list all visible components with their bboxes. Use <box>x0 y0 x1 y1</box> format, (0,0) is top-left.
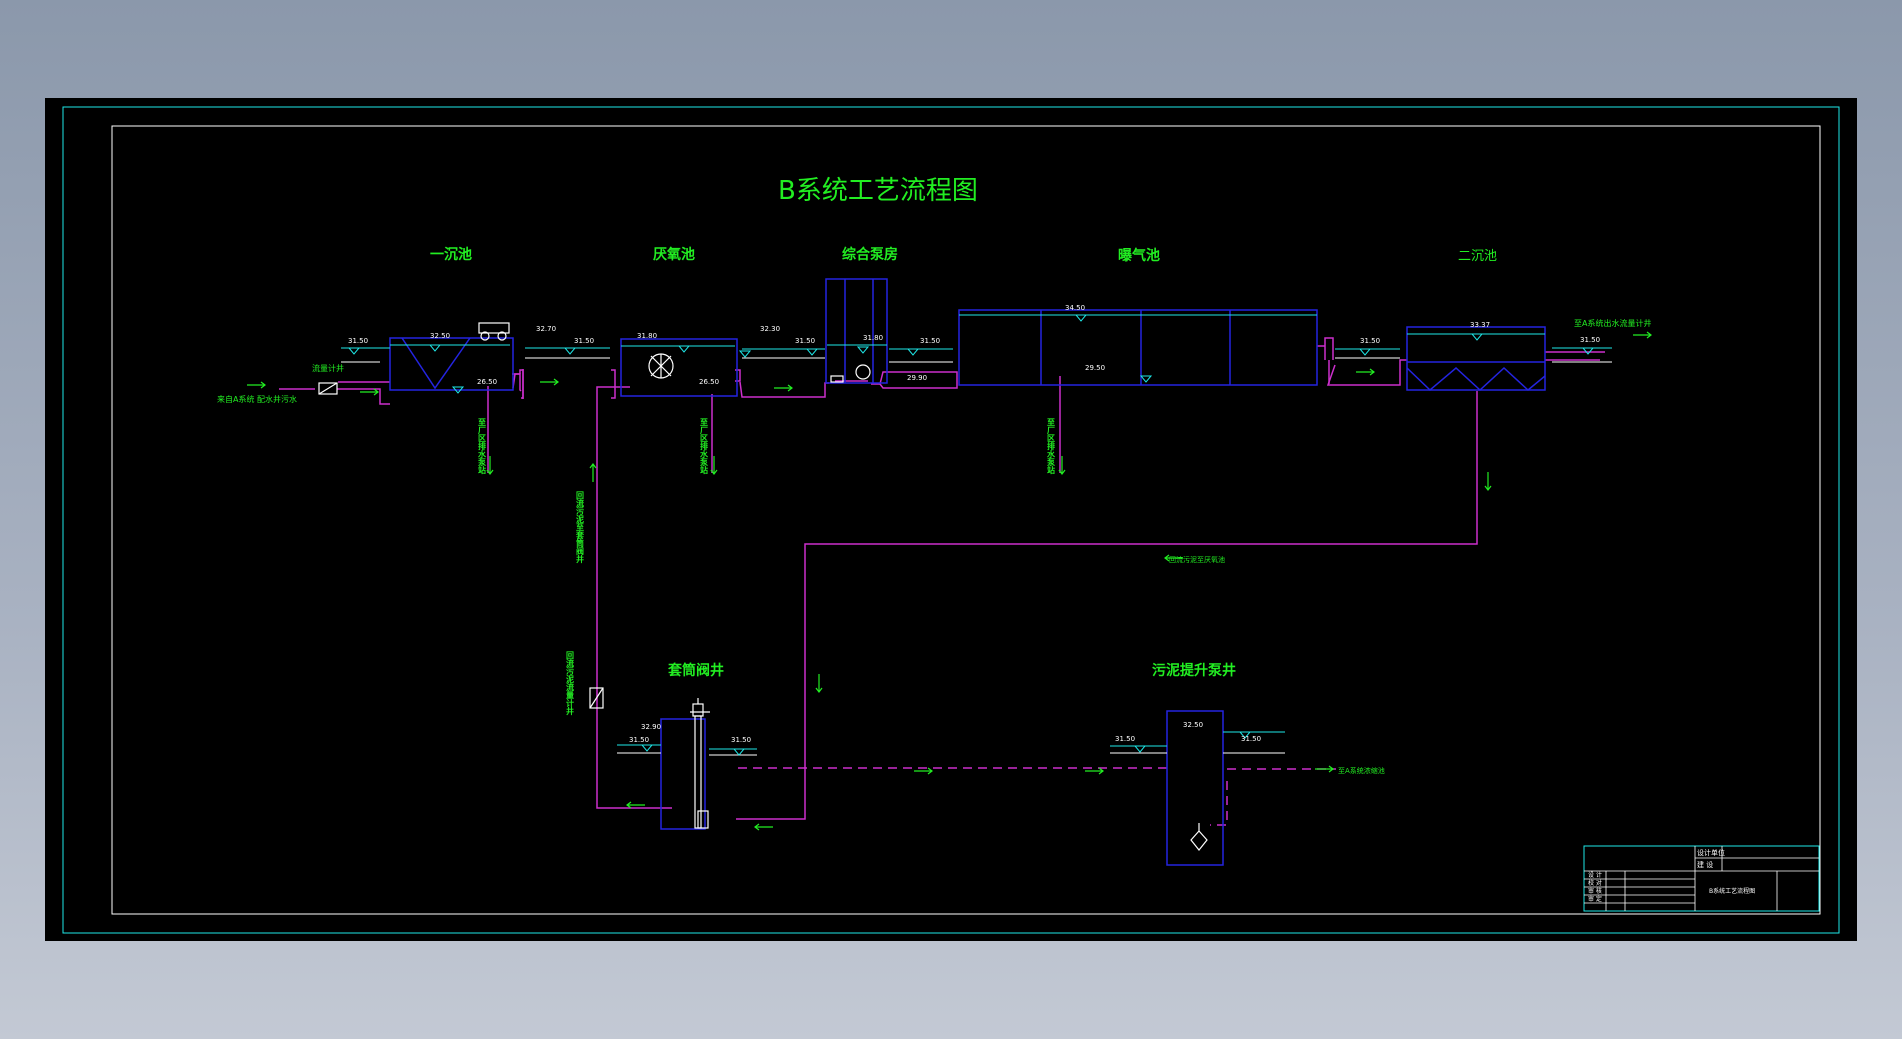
ground-hatching <box>341 357 1612 756</box>
level-text: 26.50 <box>477 378 497 386</box>
label-sludge-lift-well: 污泥提升泵井 <box>1152 662 1236 679</box>
level-text: 26.50 <box>699 378 719 386</box>
level-text: 31.50 <box>1580 336 1600 344</box>
level-text: 32.30 <box>760 325 780 333</box>
water-surfaces <box>341 314 1612 750</box>
label-drain-3: 至厂区排水泵站 <box>1046 418 1056 475</box>
level-text: 32.50 <box>1183 721 1203 729</box>
level-text: 31.80 <box>863 334 883 342</box>
title-block-row: 审 定 <box>1588 895 1602 903</box>
title-block-row: 校 对 <box>1588 879 1602 887</box>
level-text: 31.50 <box>1241 735 1261 743</box>
level-text: 33.37 <box>1470 321 1490 329</box>
label-primary-clarifier: 一沉池 <box>430 246 472 263</box>
level-text: 31.50 <box>1360 337 1380 345</box>
vertical-labels: 至厂区排水泵站 至厂区排水泵站 至厂区排水泵站 回流污泥至套筒阀井 回流污泥流量… <box>477 418 1056 716</box>
inner-frame <box>111 125 1821 915</box>
label-anaerobic-tank: 厌氧池 <box>653 246 695 263</box>
level-text: 31.50 <box>1115 735 1135 743</box>
level-text: 34.50 <box>1065 304 1085 312</box>
level-text: 31.50 <box>629 736 649 744</box>
flow-arrows <box>247 331 1652 831</box>
cad-viewport[interactable]: B系统工艺流程图 一沉池 厌氧池 综合泵房 曝气池 二沉池 套筒阀井 污泥提升泵… <box>45 98 1857 941</box>
level-text: 31.50 <box>348 337 368 345</box>
sludge-pipes-dashed <box>738 767 1336 826</box>
label-sludge-to-valve: 回流污泥至套筒阀井 <box>575 491 585 564</box>
label-drain-2: 至厂区排水泵站 <box>699 418 709 475</box>
outer-frame <box>62 106 1840 934</box>
label-sleeve-valve-well: 套筒阀井 <box>668 662 724 679</box>
level-text: 31.50 <box>731 736 751 744</box>
level-text: 29.50 <box>1085 364 1105 372</box>
title-block-row1: 建 设 <box>1697 860 1713 869</box>
level-markers <box>347 314 1595 756</box>
label-return-sludge: 回流污泥至厌氧池 <box>1169 555 1225 564</box>
label-drain-1: 至厂区排水泵站 <box>477 418 487 475</box>
level-text: 31.80 <box>637 332 657 340</box>
structures <box>389 278 1546 866</box>
equipment <box>318 322 1208 851</box>
label-outflow: 至A系统出水流量计井 <box>1574 318 1651 328</box>
label-secondary-clarifier: 二沉池 <box>1458 249 1497 264</box>
process-pipes <box>279 337 1605 820</box>
level-text: 31.50 <box>795 337 815 345</box>
level-text: 32.70 <box>536 325 556 333</box>
level-annotations: 31.50 32.50 26.50 32.70 31.50 31.80 26.5… <box>348 304 1600 744</box>
label-inflow: 来自A系统 配水井污水 <box>217 394 297 404</box>
level-text: 32.50 <box>430 332 450 340</box>
level-text: 31.50 <box>920 337 940 345</box>
label-sludge-to-a: 至A系统浓缩池 <box>1338 766 1385 775</box>
drawing-title: B系统工艺流程图 <box>778 176 978 206</box>
level-text: 29.90 <box>907 374 927 382</box>
title-block-org: 设计单位 <box>1697 848 1725 857</box>
title-block: 设计单位 建 设 B系统工艺流程图 设 计 校 对 审 核 审 定 <box>1583 845 1820 912</box>
level-text: 32.90 <box>641 723 661 731</box>
label-aeration-tank: 曝气池 <box>1118 247 1160 264</box>
label-flow-meter-well: 流量计井 <box>312 363 344 373</box>
level-text: 31.50 <box>574 337 594 345</box>
title-block-row: 审 核 <box>1588 887 1602 895</box>
label-return-sludge-meter: 回流污泥流量计井 <box>566 651 575 716</box>
title-block-row: 设 计 <box>1588 871 1602 879</box>
title-block-drawing-name: B系统工艺流程图 <box>1709 887 1755 895</box>
label-pump-house: 综合泵房 <box>842 246 898 263</box>
